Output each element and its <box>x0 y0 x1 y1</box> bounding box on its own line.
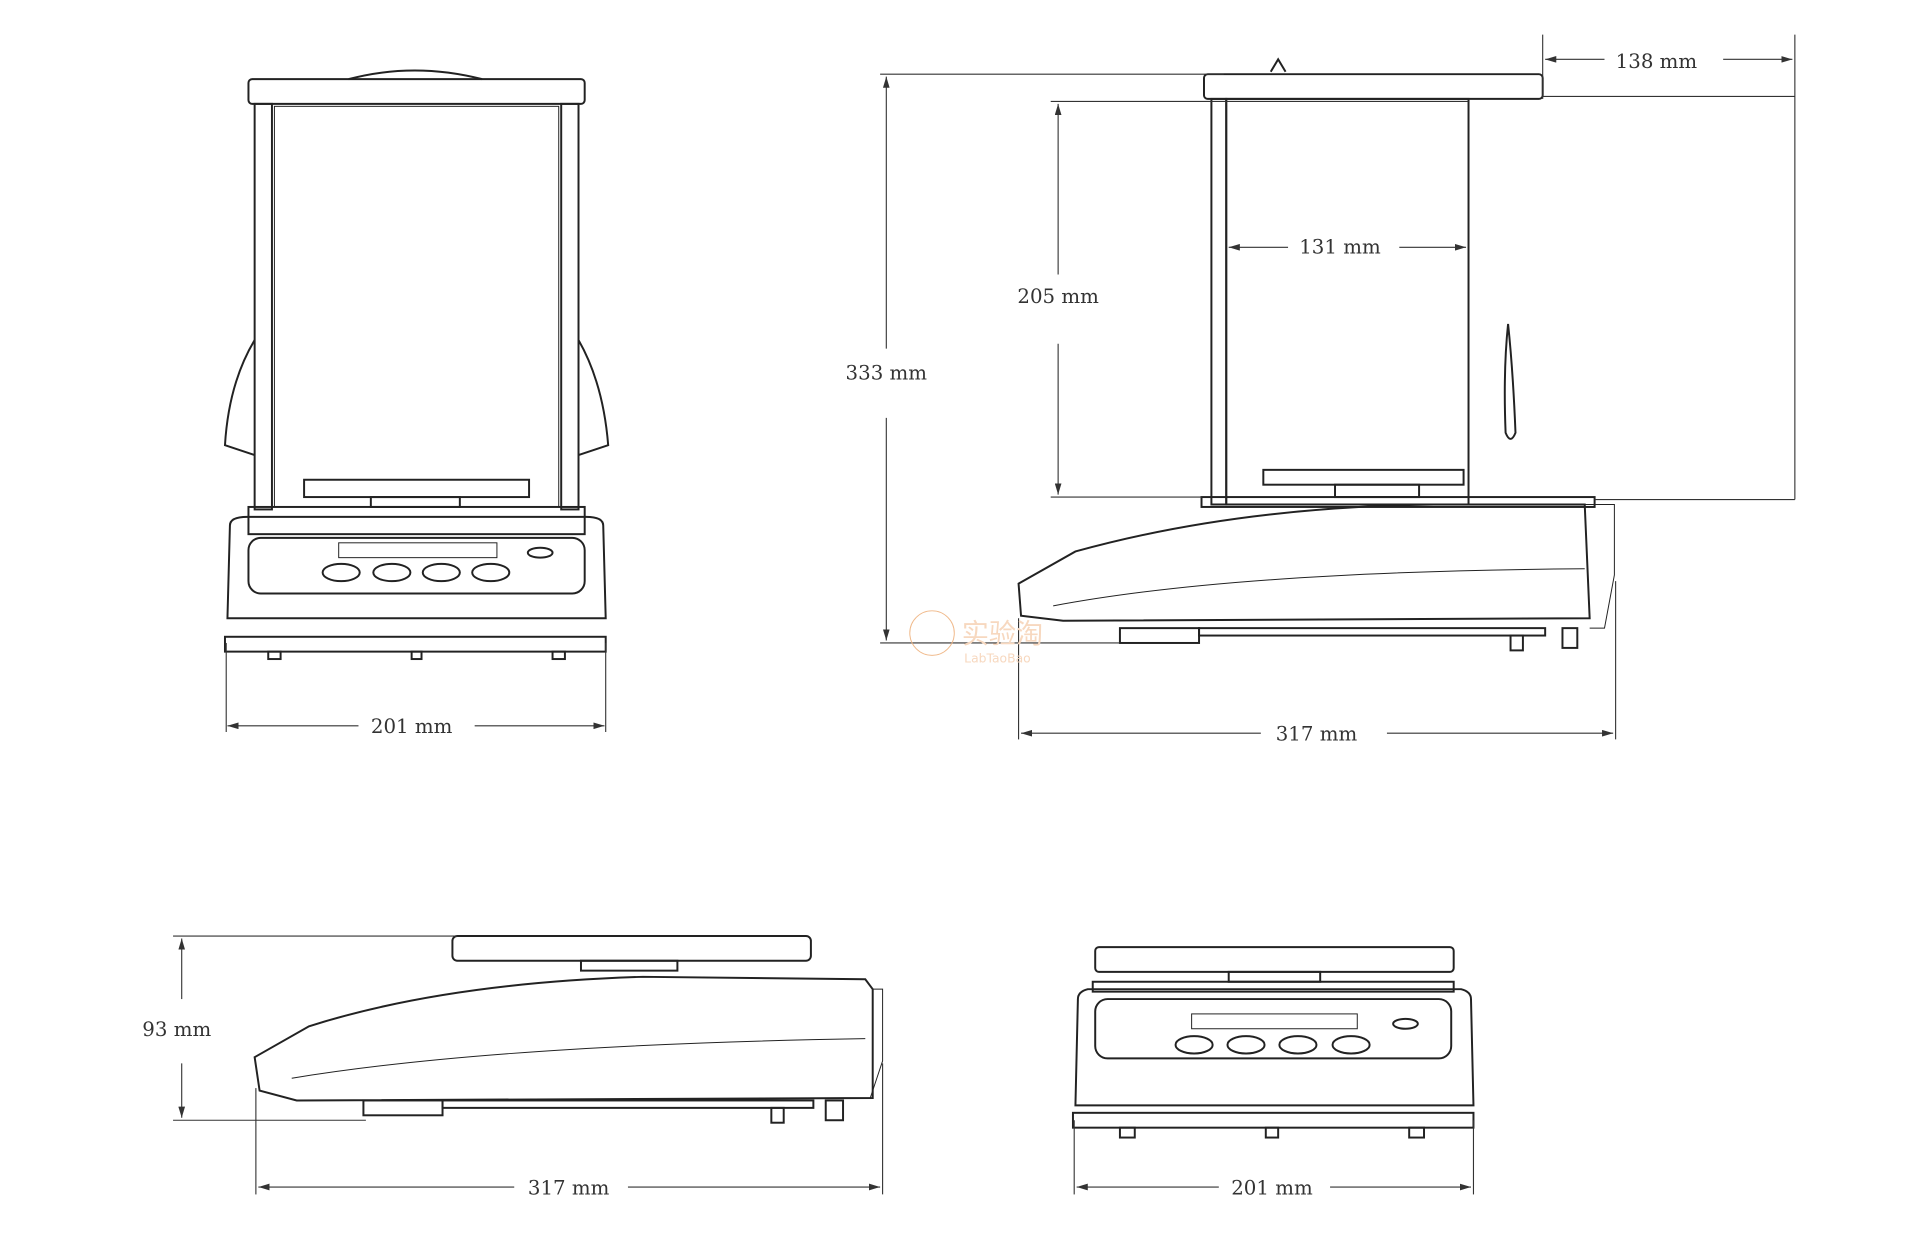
chamber-depth-label: 131 mm <box>1299 235 1381 258</box>
top-offset-label: 138 mm <box>1616 50 1698 73</box>
height-93-label: 93 mm <box>142 1018 211 1041</box>
depth-317-label: 317 mm <box>1276 723 1358 746</box>
side-view-draft-shield <box>1017 57 1615 652</box>
front-view-width-dimension: 201 mm <box>225 642 607 738</box>
svg-text:实验淘: 实验淘 <box>962 619 1044 650</box>
chamber-height-label: 205 mm <box>1017 285 1099 308</box>
watermark-logo: 实验淘 LabTaoBao <box>909 610 1044 666</box>
side-view-bottom <box>253 935 884 1124</box>
side-view-dimensions: 333 mm 205 mm 131 mm 138 mm 317 mm <box>846 34 1796 746</box>
front-view-bottom <box>1071 946 1475 1139</box>
height-333-label: 333 mm <box>846 362 928 385</box>
front-view-draft-shield <box>223 69 610 661</box>
width-201-bottom-label: 201 mm <box>1231 1176 1313 1199</box>
svg-text:LabTaoBao: LabTaoBao <box>964 652 1031 666</box>
depth-317-bottom-label: 317 mm <box>528 1176 610 1199</box>
front-view-bottom-dimensions: 201 mm <box>1073 1120 1475 1199</box>
side-view-bottom-dimensions: 93 mm 317 mm <box>142 935 884 1199</box>
width-label: 201 mm <box>371 715 453 738</box>
